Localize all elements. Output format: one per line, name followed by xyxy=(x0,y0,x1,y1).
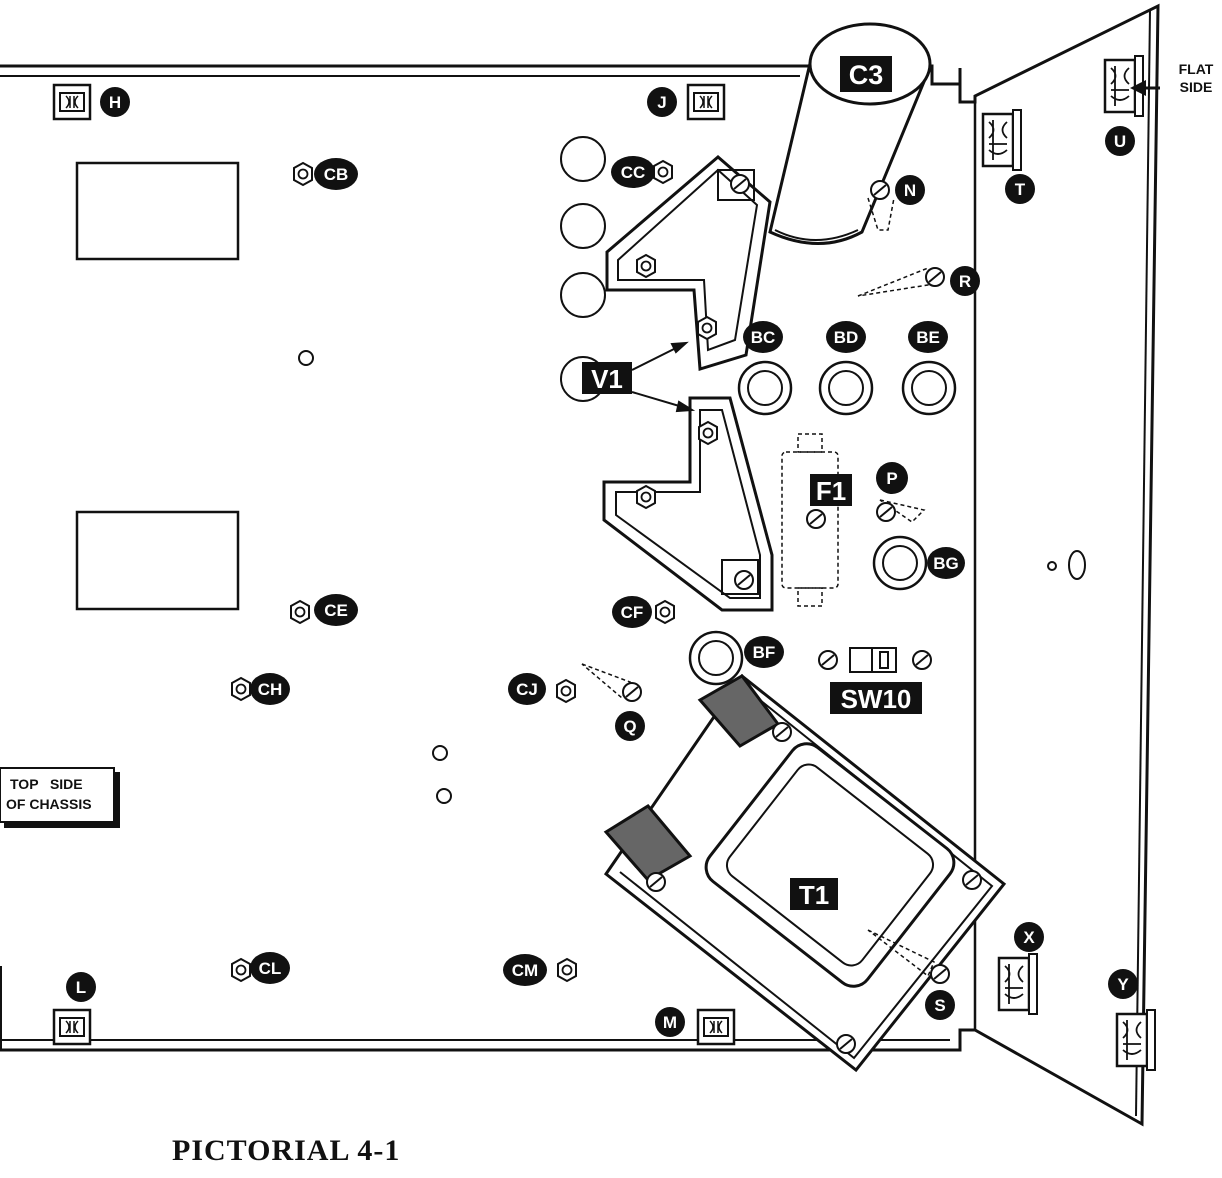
hole-r-label: R xyxy=(959,272,971,291)
hole-s-label: S xyxy=(934,996,945,1015)
hole-ch-label: CH xyxy=(258,680,283,699)
lug-x-label: X xyxy=(1023,928,1035,947)
hole-cj-label: CJ xyxy=(516,680,538,699)
note-line2: OF CHASSIS xyxy=(6,796,92,812)
note-line1: TOP SIDE xyxy=(10,776,83,792)
v1-label: V1 xyxy=(591,364,623,394)
lug-m-label: M xyxy=(663,1013,677,1032)
c3-label: C3 xyxy=(849,60,884,90)
hole-q-label: Q xyxy=(623,717,636,736)
hole-be-label: BE xyxy=(916,328,940,347)
lug-t-label: T xyxy=(1015,180,1026,199)
hole-ce-label: CE xyxy=(324,601,348,620)
hole-cl-label: CL xyxy=(259,959,282,978)
hole-cf-label: CF xyxy=(621,603,644,622)
tube-socket-holes xyxy=(561,137,605,401)
v1-arrows xyxy=(632,343,692,411)
cutout-lower xyxy=(77,512,238,609)
cutout-upper xyxy=(77,163,238,259)
hole-bc-label: BC xyxy=(751,328,776,347)
flat-side-line1: FLAT xyxy=(1179,61,1214,77)
t1-label: T1 xyxy=(799,880,829,910)
f1-label: F1 xyxy=(816,476,846,506)
lug-h-label: H xyxy=(109,93,121,112)
flat-side-line2: SIDE xyxy=(1180,79,1213,95)
sw10-label: SW10 xyxy=(841,684,912,714)
hole-n-label: N xyxy=(904,181,916,200)
sw10-switch xyxy=(850,648,896,672)
hole-cb-label: CB xyxy=(324,165,349,184)
lug-y-label: Y xyxy=(1117,975,1129,994)
hole-cc-label: CC xyxy=(621,163,646,182)
hole-bd-label: BD xyxy=(834,328,859,347)
hole-bg-label: BG xyxy=(933,554,959,573)
lug-u-label: U xyxy=(1114,132,1126,151)
lug-j-label: J xyxy=(657,93,666,112)
hole-bf-label: BF xyxy=(753,643,776,662)
hole-cm-label: CM xyxy=(512,961,538,980)
lug-l-label: L xyxy=(76,978,86,997)
hole-p-label: P xyxy=(886,469,897,488)
figure-caption: PICTORIAL 4-1 xyxy=(172,1134,400,1168)
